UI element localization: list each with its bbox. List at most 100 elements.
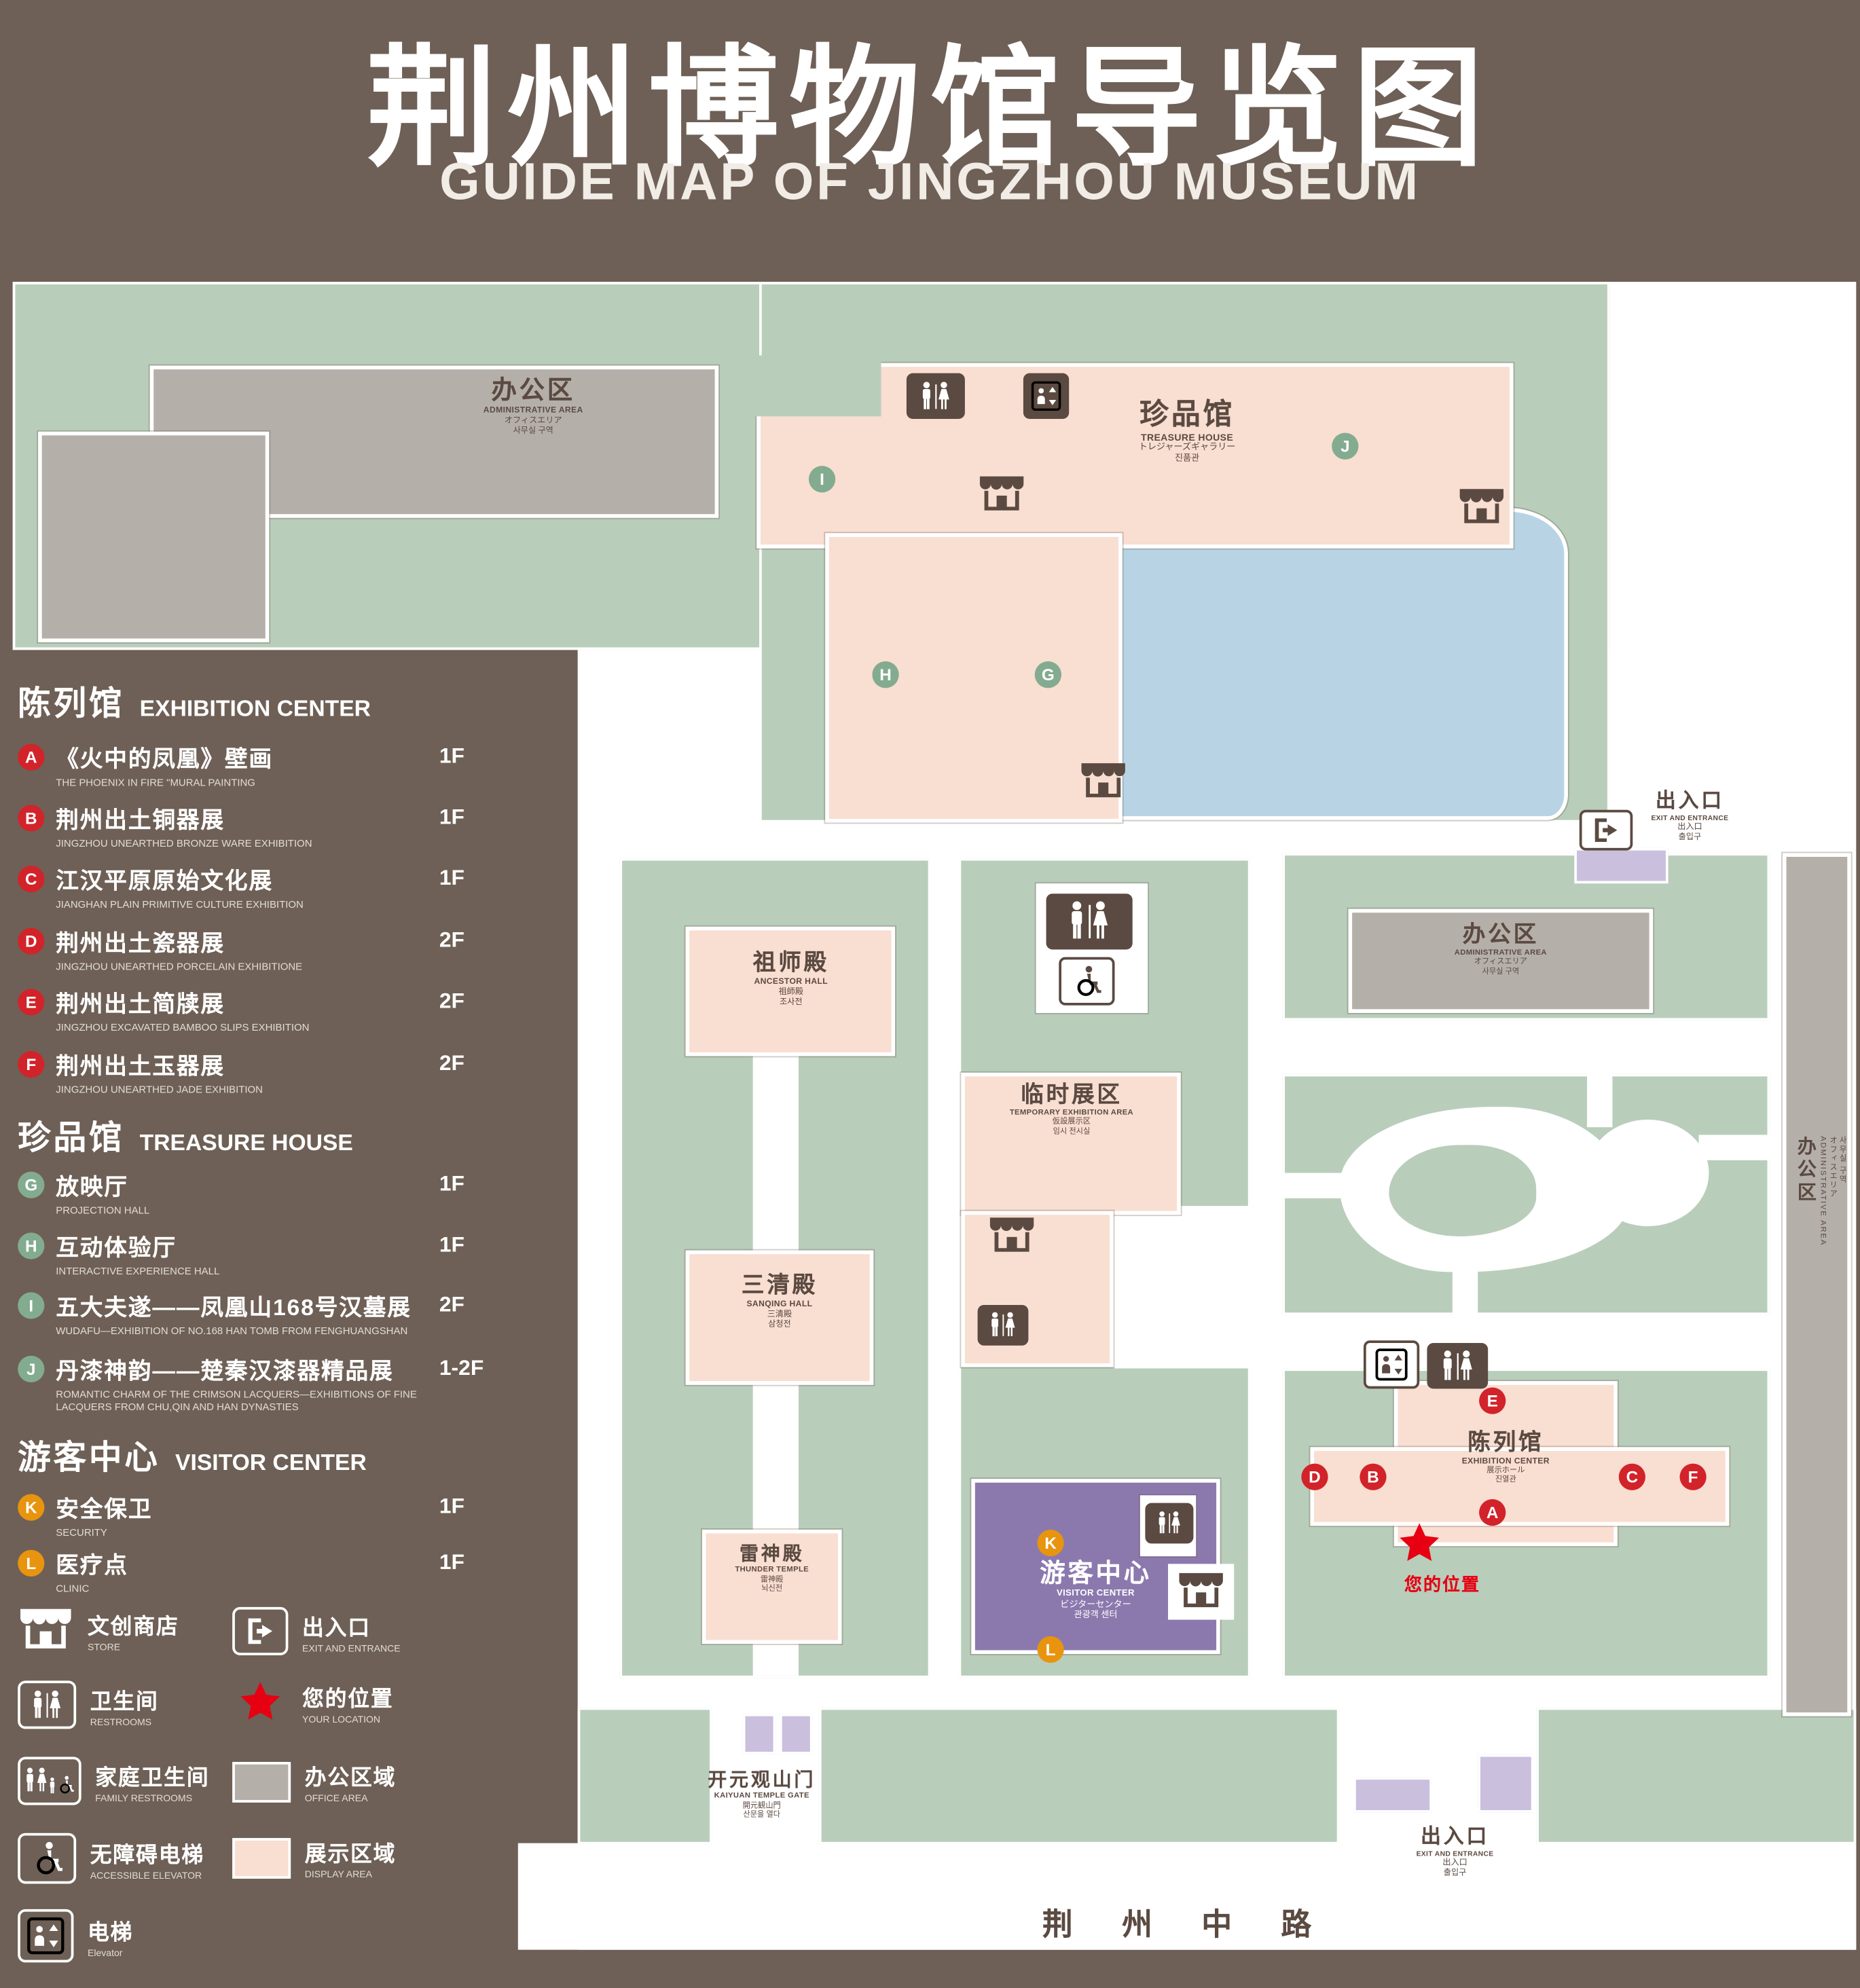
store-icon [979, 476, 1024, 511]
label-en: ADMINISTRATIVE AREA [1818, 1136, 1826, 1247]
visitor-center-label: 游客中心 VISITOR CENTER ビジターセンター 관광객 센터 [978, 1559, 1214, 1622]
restrooms-icon [977, 1304, 1029, 1346]
section-title-zh: 珍品馆 [18, 1118, 125, 1157]
marker-badge: I [18, 1292, 45, 1319]
key-en: FAMILY RESTROOMS [95, 1791, 193, 1803]
legend-section-visitor-center: 游客中心 VISITOR CENTER [18, 1432, 367, 1479]
store-icon [20, 1608, 71, 1649]
key-en: ACCESSIBLE ELEVATOR [90, 1869, 202, 1881]
marker-badge: F [18, 1051, 45, 1078]
exit-icon [232, 1606, 289, 1655]
marker-badge: E [18, 989, 45, 1016]
section-title-zh: 游客中心 [18, 1438, 160, 1477]
label-jp: 展示ホール [1487, 1467, 1525, 1475]
gate-label: 开元观山门 KAIYUAN TEMPLE GATE 開元観山門 산문을 열다 [686, 1769, 838, 1820]
exhibition-center-label: 陈列馆 EXHIBITION CENTER 展示ホール 진열관 [1404, 1429, 1607, 1486]
marker-e: E [1479, 1387, 1506, 1414]
floor-label: 2F [439, 1051, 464, 1075]
marker-d: D [1301, 1463, 1328, 1490]
key-en: EXIT AND ENTRANCE [302, 1642, 401, 1654]
label-zh: 办公区 [1462, 921, 1539, 947]
label-en: SANQING HALL [746, 1300, 813, 1309]
entrance-pad-south-a [1353, 1777, 1432, 1813]
restrooms-icon [1046, 894, 1133, 950]
label-kr: 삼청전 [768, 1320, 791, 1329]
label-zh: 出入口 [1655, 790, 1724, 813]
item-zh: 荆州出土瓷器展 [56, 930, 225, 956]
store-icon [989, 1217, 1034, 1252]
floor-label: 1F [439, 743, 464, 769]
marker-l: L [1037, 1636, 1064, 1663]
label-zh: 雷神殿 [740, 1543, 805, 1566]
label-jp: 雷神殿 [760, 1576, 784, 1584]
key-en: YOUR LOCATION [302, 1713, 381, 1725]
label-zh: 临时展区 [1021, 1081, 1123, 1107]
garden-path-east [1698, 1135, 1772, 1160]
item-en: SECURITY [56, 1527, 107, 1539]
item-zh: 五大夫遂——凤凰山168号汉墓展 [56, 1294, 412, 1321]
label-kr: 출입구 [1443, 1869, 1467, 1878]
label-jp: 仮設展示区 [1052, 1118, 1091, 1126]
marker-c: C [1618, 1463, 1646, 1490]
your-location-star-icon [240, 1682, 280, 1720]
item-en: JIANGHAN PLAIN PRIMITIVE CULTURE EXHIBIT… [56, 898, 304, 910]
marker-badge: A [18, 743, 45, 771]
label-kr: 관광객 센터 [1074, 1611, 1118, 1621]
label-jp: 出入口 [1442, 1858, 1467, 1868]
section-title-en: TREASURE HOUSE [139, 1129, 353, 1156]
family-restroom-icon [18, 1756, 81, 1805]
item-zh: 荆州出土简牍展 [56, 991, 225, 1017]
label-en: VISITOR CENTER [1057, 1589, 1135, 1599]
road-area [517, 1843, 1857, 1950]
marker-badge: H [18, 1232, 45, 1259]
label-kr: 산문을 열다 [743, 1811, 781, 1819]
item-zh: 丹漆神韵——楚秦汉漆器精品展 [56, 1358, 394, 1384]
admin-side-label: 办公区 ADMINISTRATIVE AREA オフィスエリア 사무실 구역 [1785, 863, 1848, 1701]
item-zh: 《火中的凤凰》壁画 [56, 746, 273, 772]
section-title-zh: 陈列馆 [18, 684, 125, 722]
marker-k: K [1037, 1529, 1064, 1557]
gate-pad-left [742, 1713, 776, 1754]
marker-badge: C [18, 866, 45, 893]
page-title: 荆州博物馆导览图 [366, 35, 1494, 182]
key-zh: 卫生间 [90, 1689, 159, 1714]
floor-label: 2F [439, 989, 464, 1013]
label-kr: 출입구 [1678, 832, 1702, 842]
label-jp: オフィスエリア [1474, 959, 1528, 967]
item-zh: 放映厅 [56, 1174, 128, 1200]
admin-building-northwest-wing [38, 431, 270, 643]
ancestor-hall-label: 祖师殿 ANCESTOR HALL 祖師殿 조사전 [688, 949, 894, 1007]
label-jp: オフィスエリア [504, 416, 562, 426]
road-name: 荆 州 中 路 [1042, 1908, 1332, 1943]
admin-northwest-label: 办公区 ADMINISTRATIVE AREA オフィスエリア 사무실 구역 [419, 375, 648, 437]
admin-building-side [1782, 853, 1851, 1716]
key-en: Elevator [88, 1947, 123, 1958]
floor-label: 2F [439, 927, 464, 953]
garden-path-lobe [1587, 1119, 1709, 1227]
your-location-star-icon [1400, 1523, 1440, 1562]
temporary-exhibition-label: 临时展区 TEMPORARY EXHIBITION AREA 仮設展示区 임시 … [965, 1082, 1178, 1137]
entrance-pad-northeast [1574, 847, 1668, 884]
label-en: EXIT AND ENTRANCE [1416, 1849, 1494, 1858]
label-jp: トレジャーズギャラリー [1138, 443, 1236, 452]
key-zh: 办公区域 [304, 1765, 397, 1790]
floor-label: 1F [439, 1494, 464, 1519]
item-zh: 医疗点 [56, 1552, 128, 1578]
label-en: THUNDER TEMPLE [735, 1566, 809, 1575]
admin-east-label: 办公区 ADMINISTRATIVE AREA オフィスエリア 사무실 구역 [1374, 921, 1628, 977]
marker-badge: B [18, 805, 45, 832]
label-en: TREASURE HOUSE [1141, 431, 1234, 443]
accessible-elevator-icon [18, 1833, 77, 1884]
item-zh: 江汉平原原始文化展 [56, 868, 273, 894]
your-location-label: 您的位置 [1404, 1574, 1480, 1595]
marker-a: A [1479, 1498, 1506, 1526]
exit-south-label: 出入口 EXIT AND ENTRANCE 出入口 출입구 [1394, 1825, 1516, 1879]
key-en: STORE [88, 1640, 121, 1653]
